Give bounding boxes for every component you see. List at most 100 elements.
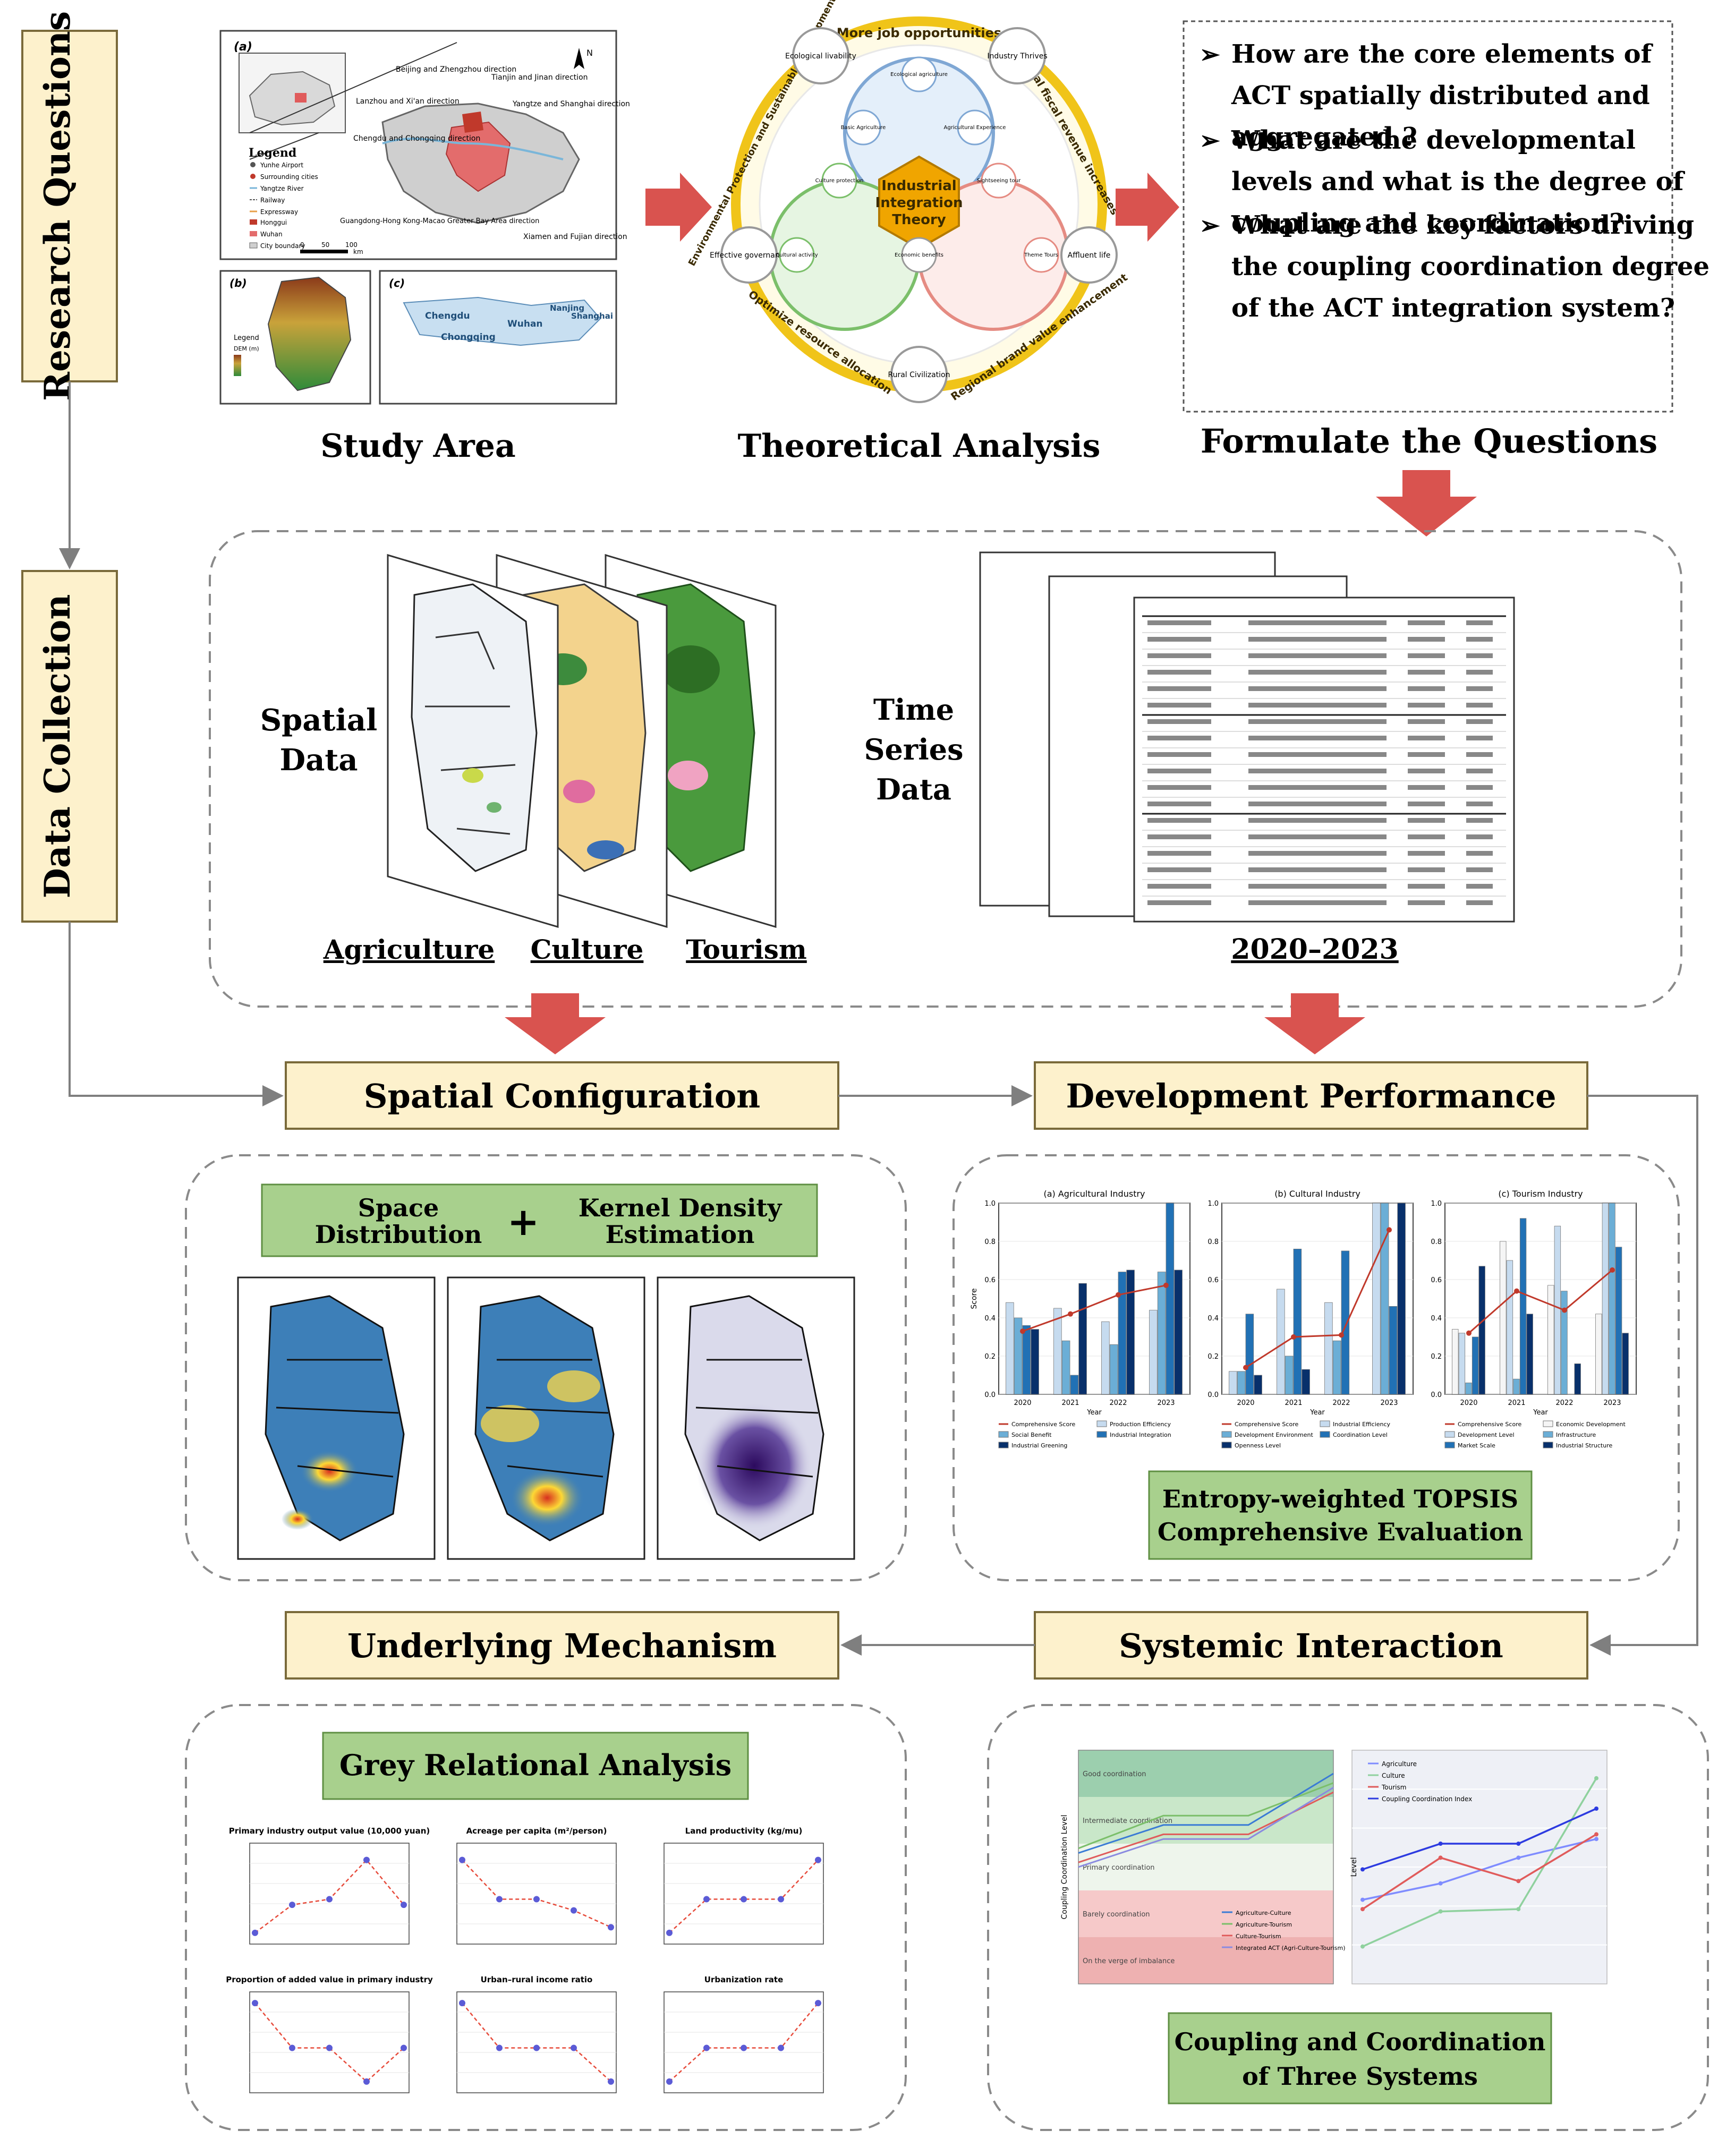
arrow-theory-to-questions (1116, 173, 1179, 242)
grey-point (401, 2044, 407, 2051)
section-underlying-mechanism: Underlying Mechanism (285, 1611, 839, 1680)
svg-text:Ecological agriculture: Ecological agriculture (890, 72, 948, 78)
table-cell (1147, 670, 1211, 675)
svg-text:Industry Thrives: Industry Thrives (987, 52, 1047, 61)
band-label: Good coordination (1083, 1770, 1146, 1778)
level-point (1594, 1832, 1598, 1837)
svg-text:Distribution: Distribution (315, 1220, 482, 1249)
y-tick-label: 0.6 (1207, 1276, 1219, 1284)
score-point (1387, 1227, 1392, 1233)
svg-text:Rural Civilization: Rural Civilization (888, 371, 950, 379)
table-cell (1147, 884, 1211, 889)
grey-point (703, 2044, 710, 2051)
svg-text:More job opportunities: More job opportunities (837, 25, 1001, 40)
table-cell (1466, 686, 1493, 691)
bar (1109, 1344, 1118, 1395)
kde-map-culture (447, 1276, 645, 1560)
bar (1022, 1325, 1031, 1395)
table-cell (1466, 900, 1493, 905)
level-point (1516, 1879, 1521, 1884)
question-line: How are the core elements of (1231, 39, 1654, 69)
svg-text:Industrial: Industrial (881, 178, 956, 194)
svg-text:Ecological livability: Ecological livability (785, 52, 856, 61)
level-series-line (1362, 1838, 1597, 1901)
topsis-label: Entropy-weighted TOPSIS Comprehensive Ev… (1148, 1470, 1533, 1560)
arrow-to-development (1264, 993, 1365, 1054)
legend-swatch (1096, 1431, 1107, 1438)
table-cell (1248, 752, 1387, 757)
grey-point (533, 2044, 540, 2051)
question-bullet-icon: ➢ (1200, 211, 1220, 240)
table-cell (1408, 736, 1445, 740)
table-cell (1408, 769, 1445, 773)
table-cell (1147, 637, 1211, 642)
wheel-node-governance: Effective governance (710, 226, 788, 284)
svg-text:Yunhe Airport: Yunhe Airport (260, 161, 303, 169)
legend-label: Culture-Tourism (1236, 1933, 1281, 1940)
layer-label-culture: Culture (531, 934, 644, 965)
legend-label: Industrial Efficiency (1333, 1421, 1391, 1428)
x-tick-label: 2023 (1157, 1399, 1175, 1407)
bar (1166, 1203, 1175, 1395)
grey-line-chart: Primary industry output value (10,000 yu… (229, 1826, 430, 1945)
grey-chart-frame (249, 1843, 410, 1945)
grey-point (289, 2044, 295, 2051)
coupling-series-line (1078, 1782, 1334, 1850)
table-cell (1408, 851, 1445, 856)
y-tick-label: 0.2 (1207, 1353, 1219, 1361)
grey-point (326, 2044, 333, 2051)
svg-text:Basic Agriculture: Basic Agriculture (841, 125, 886, 131)
coupling-container (987, 1704, 1709, 2131)
comprehensive-score-line (1245, 1229, 1390, 1368)
arrow-to-spatial-config (505, 993, 606, 1054)
wheel-node-affluent: Affluent life (1060, 226, 1118, 284)
legend-swatch (998, 1442, 1009, 1448)
grey-line-chart: Urban–rural income ratio (456, 1975, 617, 2093)
y-tick-label: 0.8 (984, 1238, 996, 1246)
svg-text:Entropy-weighted TOPSIS: Entropy-weighted TOPSIS (1162, 1485, 1518, 1513)
band-label: Barely coordination (1083, 1911, 1150, 1919)
grey-point (252, 1929, 258, 1936)
bar (1397, 1203, 1406, 1395)
table-cell (1147, 752, 1211, 757)
grey-point (496, 2044, 503, 2051)
y-tick-label: 0.2 (984, 1353, 996, 1361)
grey-line (254, 2002, 404, 2083)
level-point (1360, 1897, 1365, 1902)
table-cell (1147, 818, 1211, 823)
bar (1070, 1375, 1079, 1395)
svg-text:Tianjin and Jinan direction: Tianjin and Jinan direction (491, 73, 588, 82)
grey-chart-title: Urbanization rate (704, 1975, 784, 1984)
kde-banner: Space Distribution + Kernel Density Esti… (261, 1183, 818, 1257)
svg-text:Sightseeing tour: Sightseeing tour (977, 178, 1021, 184)
legend-label: Industrial Greening (1011, 1442, 1067, 1449)
level-point (1516, 1907, 1521, 1912)
bar (1452, 1329, 1459, 1395)
svg-text:km: km (353, 248, 363, 255)
svg-text:+: + (507, 1199, 539, 1244)
x-axis-label: Year (1086, 1409, 1102, 1417)
table-cell (1147, 620, 1211, 625)
svg-text:Lanzhou and Xi'an direction: Lanzhou and Xi'an direction (356, 97, 460, 106)
svg-text:Agricultural Experience: Agricultural Experience (944, 125, 1006, 131)
svg-text:Beijing and Zhengzhou directio: Beijing and Zhengzhou direction (396, 65, 516, 74)
legend-swatch (1543, 1420, 1553, 1427)
table-cell (1248, 719, 1387, 724)
section-development-performance: Development Performance (1034, 1061, 1588, 1130)
grey-chart-title: Primary industry output value (10,000 yu… (229, 1826, 430, 1836)
legend-label: Development Environment (1235, 1431, 1313, 1438)
table-cell (1408, 620, 1445, 625)
level-series-line (1362, 1777, 1597, 1948)
bar (1458, 1333, 1466, 1395)
kde-map-agriculture (237, 1276, 436, 1560)
score-point (1243, 1365, 1248, 1370)
connector-development-to-interaction (1587, 1095, 1698, 1656)
x-tick-label: 2020 (1237, 1399, 1254, 1407)
table-cell (1408, 686, 1445, 691)
table-cell (1466, 736, 1493, 740)
bar (1472, 1336, 1479, 1395)
svg-text:Effective governance: Effective governance (710, 251, 788, 260)
table-cell (1248, 736, 1387, 740)
